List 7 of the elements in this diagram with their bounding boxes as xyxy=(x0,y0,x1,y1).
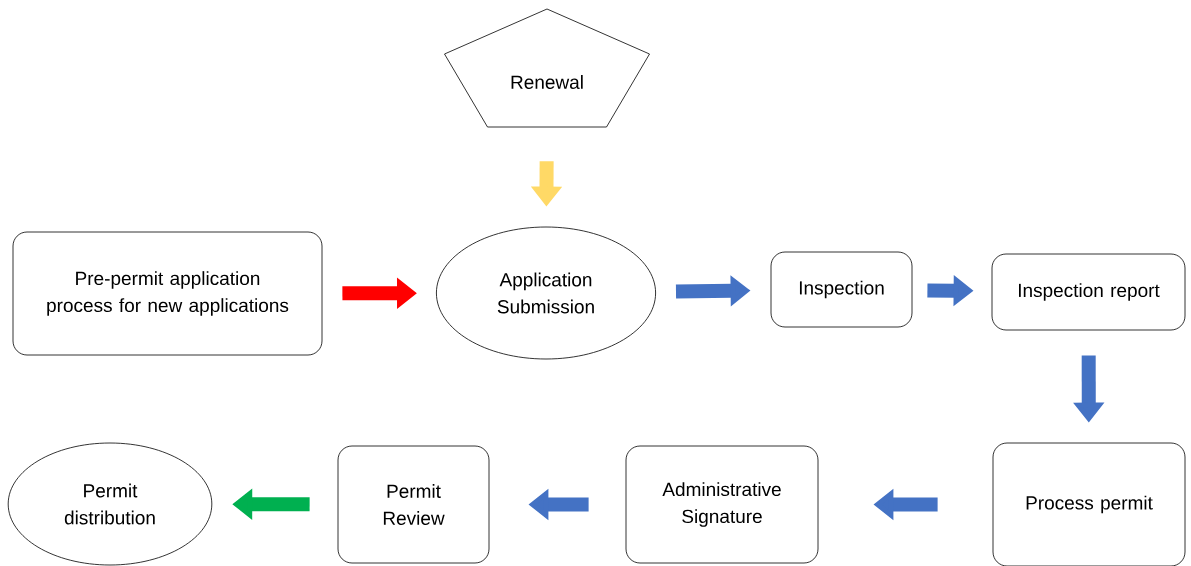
process-box: Inspection report xyxy=(991,253,1186,331)
process-box: Process permit xyxy=(992,442,1186,566)
process-box: Pre-permit application process for new applications xyxy=(12,231,323,356)
process-box: Administrative Signature xyxy=(625,445,819,564)
process-box: Permit Review xyxy=(337,445,490,564)
process-box: Inspection xyxy=(770,251,913,328)
pentagon: Renewal xyxy=(444,8,650,128)
